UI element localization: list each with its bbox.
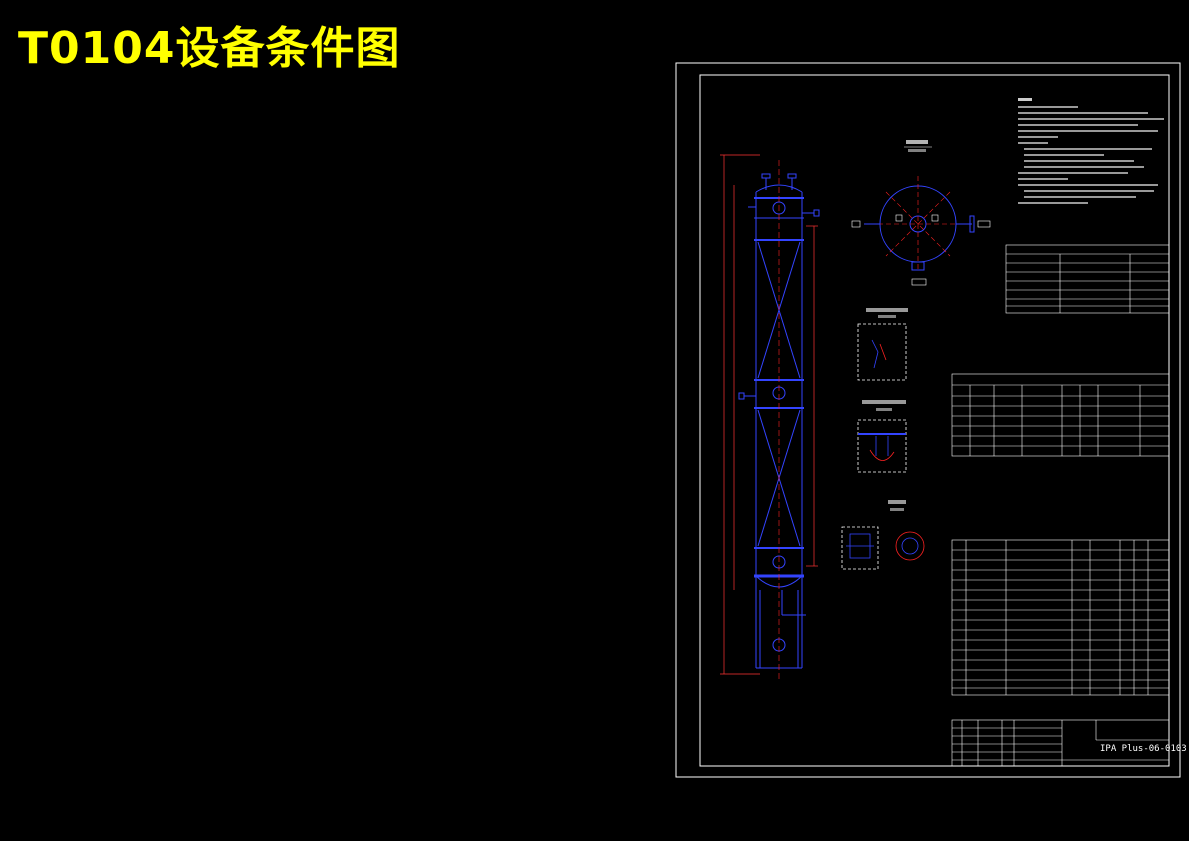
detail-view-2 [857,400,907,473]
sheet-frame-outer [675,62,1181,778]
drawing-number: IPA Plus-06-0103 [1100,744,1187,754]
sheet-frame-inner [699,74,1170,767]
plan-view [851,140,991,286]
parts-list-table [951,539,1170,696]
detail-view-3 [841,500,925,570]
technical-notes [1018,98,1164,204]
column-dimensions [720,154,818,675]
design-data-table [1005,244,1170,314]
detail-view-1 [857,308,908,381]
page-title: T0104设备条件图 [18,23,401,74]
nozzle-table [951,373,1170,457]
title-block [951,719,1170,767]
